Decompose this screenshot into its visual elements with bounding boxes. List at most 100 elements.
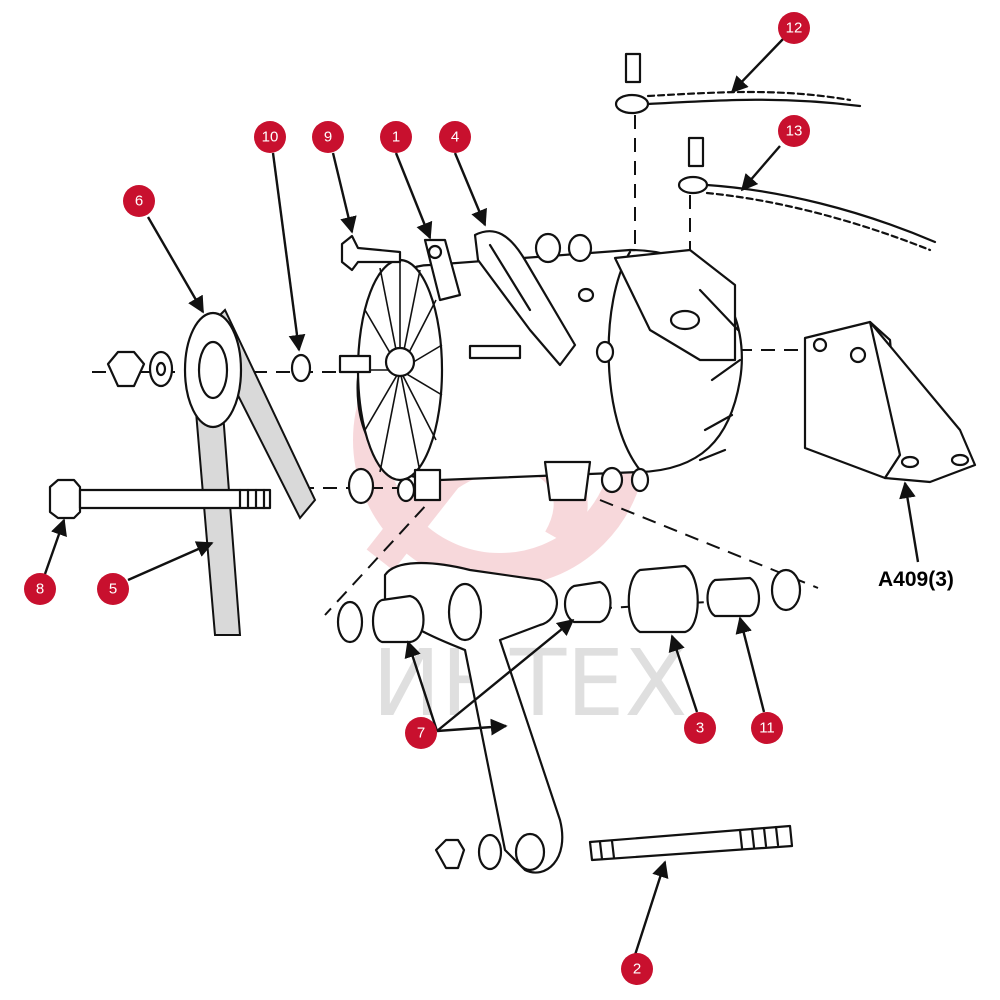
fan-blade — [399, 369, 437, 441]
leader-7-arm — [436, 718, 508, 736]
bracket-hole-c — [900, 455, 920, 469]
long-bolt-shank — [78, 488, 272, 510]
stud-thread — [598, 825, 780, 861]
alternator — [338, 230, 743, 503]
arm-washer-left — [336, 600, 364, 644]
leader-6 — [146, 216, 205, 314]
pulley-washer-hole — [155, 361, 167, 377]
housing-screw — [577, 287, 595, 303]
callout-11[interactable]: 11 — [751, 712, 783, 744]
callout-4[interactable]: 4 — [439, 121, 471, 153]
mount-ear-hole — [427, 244, 443, 260]
support-arm-lower-eye — [514, 832, 546, 872]
drive-pulley-hub — [197, 340, 229, 400]
callout-11-label: 11 — [759, 720, 775, 737]
callout-4-circle — [439, 121, 471, 153]
rear-cooling-fins — [698, 288, 742, 462]
callout-8[interactable]: 8 — [24, 573, 56, 605]
support-arm — [383, 562, 564, 874]
drive-belt-lower — [193, 399, 242, 636]
bracket-reference-label: A409(3) — [878, 568, 954, 591]
leader-7-right — [436, 618, 575, 732]
callout-12-circle — [778, 12, 810, 44]
callout-7-label: 7 — [417, 725, 425, 742]
callout-13-label: 13 — [786, 123, 803, 140]
mounting-bracket: A409(3) — [803, 320, 977, 591]
callout-9-label: 9 — [324, 129, 332, 146]
lower-mount-ear-right — [543, 460, 592, 502]
wire-13-insulation — [705, 191, 932, 252]
long-bolt — [48, 467, 375, 520]
fan-blade — [364, 369, 401, 431]
leader-10 — [271, 152, 306, 352]
leader-3 — [668, 634, 699, 713]
callout-10[interactable]: 10 — [254, 121, 286, 153]
callout-2[interactable]: 2 — [621, 953, 653, 985]
callout-3[interactable]: 3 — [684, 712, 716, 744]
callout-8-circle — [24, 573, 56, 605]
leader-lines — [43, 37, 920, 956]
callout-1[interactable]: 1 — [380, 121, 412, 153]
leader-8 — [43, 518, 67, 575]
callout-8-label: 8 — [36, 581, 44, 598]
callout-5-label: 5 — [109, 581, 117, 598]
lower-left-axis-line — [324, 489, 441, 616]
leader-13 — [740, 145, 781, 192]
housing-nut-a — [534, 232, 562, 264]
leader-2 — [633, 860, 669, 956]
wire-12 — [646, 98, 862, 108]
wire-13 — [705, 183, 937, 244]
adjusting-strap — [473, 230, 577, 367]
leader-11 — [735, 616, 766, 713]
alternator-terminal-block — [613, 248, 737, 362]
leader-5 — [127, 541, 214, 582]
strap-bolt — [468, 344, 522, 360]
terminal-post — [669, 309, 701, 331]
callout-6[interactable]: 6 — [123, 185, 155, 217]
wire-12-insulation — [646, 90, 852, 102]
callout-11-circle — [751, 712, 783, 744]
callout-7-circle — [405, 717, 437, 749]
housing-nut-b — [567, 233, 593, 263]
stud-2 — [588, 824, 794, 862]
leader-1 — [394, 152, 433, 240]
callout-9[interactable]: 9 — [312, 121, 344, 153]
leader-4 — [453, 152, 487, 227]
lower-nut-a — [600, 466, 624, 494]
alternator-shaft — [338, 354, 372, 374]
callout-1-label: 1 — [392, 129, 400, 146]
callout-2-circle — [621, 953, 653, 985]
leader-12 — [730, 37, 785, 94]
callout-12-label: 12 — [786, 20, 803, 37]
callout-13-circle — [778, 115, 810, 147]
callout-13[interactable]: 13 — [778, 115, 810, 147]
bracket-gusset — [868, 320, 977, 484]
callout-6-circle — [123, 185, 155, 217]
callout-7[interactable]: 7 — [405, 717, 437, 749]
support-arm-boss — [447, 582, 483, 642]
callout-4-label: 4 — [451, 129, 459, 146]
lower-mount-ear-left — [413, 468, 442, 502]
callout-3-circle — [684, 712, 716, 744]
lower-nut-b — [630, 467, 650, 493]
pulley-assembly — [106, 234, 402, 636]
leader-ref — [899, 481, 920, 563]
callout-12[interactable]: 12 — [778, 12, 810, 44]
bracket-hole-a — [812, 337, 828, 353]
bushing-7-right — [563, 580, 612, 624]
fan-blade — [379, 369, 401, 473]
bolt-9 — [340, 234, 402, 272]
callout-5[interactable]: 5 — [97, 573, 129, 605]
bushing-7-left — [371, 594, 425, 644]
stud-nut — [434, 838, 466, 870]
callout-9-circle — [312, 121, 344, 153]
callout-2-label: 2 — [633, 961, 641, 978]
spacer-11 — [706, 576, 761, 618]
callout-3-label: 3 — [696, 720, 704, 737]
long-bolt-thread — [238, 488, 266, 510]
callout-5-circle — [97, 573, 129, 605]
support-arm-assembly — [336, 562, 802, 874]
arm-nut-right — [770, 568, 802, 612]
long-bolt-head — [48, 478, 82, 520]
